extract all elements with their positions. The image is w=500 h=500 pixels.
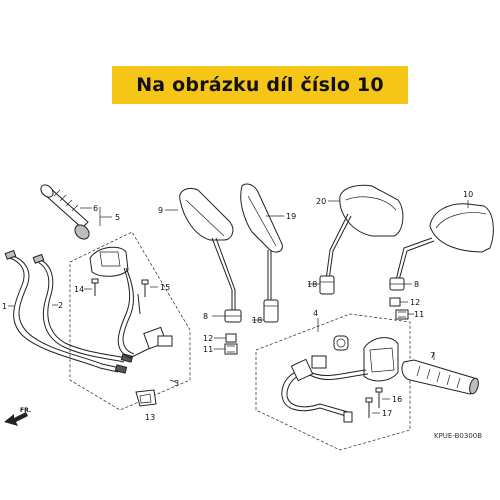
callout-19: 19 bbox=[286, 212, 296, 221]
adapter-18-right bbox=[319, 275, 335, 295]
mirror-10 bbox=[395, 203, 494, 281]
screw-14 bbox=[91, 278, 99, 296]
throttle-cables bbox=[4, 249, 134, 374]
callout-2: 2 bbox=[58, 301, 63, 310]
callout-15: 15 bbox=[160, 283, 170, 292]
callout-18-left: 18 bbox=[252, 316, 262, 325]
callout-16: 16 bbox=[392, 395, 402, 404]
front-direction-arrow: FR. bbox=[4, 407, 31, 426]
callout-5: 5 bbox=[115, 213, 120, 222]
diagram-code: KPUE-B0300B bbox=[434, 432, 482, 440]
callout-13: 13 bbox=[145, 413, 155, 422]
nut-11-right bbox=[395, 309, 409, 320]
callout-8-left: 8 bbox=[203, 312, 208, 321]
mirror-9 bbox=[179, 187, 236, 310]
callout-10: 10 bbox=[463, 190, 473, 199]
screw-17 bbox=[365, 397, 373, 418]
direction-label: FR. bbox=[20, 407, 31, 414]
mirror-20 bbox=[325, 184, 404, 281]
callout-1: 1 bbox=[2, 302, 7, 311]
callout-11-left: 11 bbox=[203, 345, 213, 354]
mirror-19 bbox=[240, 183, 283, 300]
callout-18-right: 18 bbox=[307, 280, 317, 289]
callout-12-left: 12 bbox=[203, 334, 213, 343]
callout-7: 7 bbox=[430, 351, 435, 360]
nut-11-left bbox=[224, 343, 238, 355]
callout-20: 20 bbox=[316, 197, 326, 206]
callout-12-right: 12 bbox=[410, 298, 420, 307]
adapter-8-right bbox=[389, 277, 405, 291]
callout-3: 3 bbox=[174, 379, 179, 388]
part-number-banner: Na obrázku díl číslo 10 bbox=[112, 66, 408, 104]
callout-11-right: 11 bbox=[414, 310, 424, 319]
screw-15 bbox=[141, 279, 149, 297]
adapter-8-left bbox=[224, 309, 242, 323]
nut-12-right bbox=[389, 297, 401, 307]
left-grip bbox=[40, 184, 90, 240]
nut-12-left bbox=[225, 333, 237, 343]
callout-8-right: 8 bbox=[414, 280, 419, 289]
left-switch-assembly bbox=[69, 231, 191, 411]
callout-4: 4 bbox=[313, 309, 318, 318]
adapter-18-left bbox=[263, 299, 279, 323]
banner-text: Na obrázku díl číslo 10 bbox=[136, 74, 384, 96]
right-switch-assembly bbox=[255, 313, 411, 451]
throttle-grip-7 bbox=[401, 359, 479, 395]
callout-9: 9 bbox=[158, 206, 163, 215]
callout-14: 14 bbox=[74, 285, 84, 294]
callout-6: 6 bbox=[93, 204, 98, 213]
clamp-13 bbox=[135, 389, 157, 407]
screw-16 bbox=[375, 387, 383, 408]
callout-17: 17 bbox=[382, 409, 392, 418]
